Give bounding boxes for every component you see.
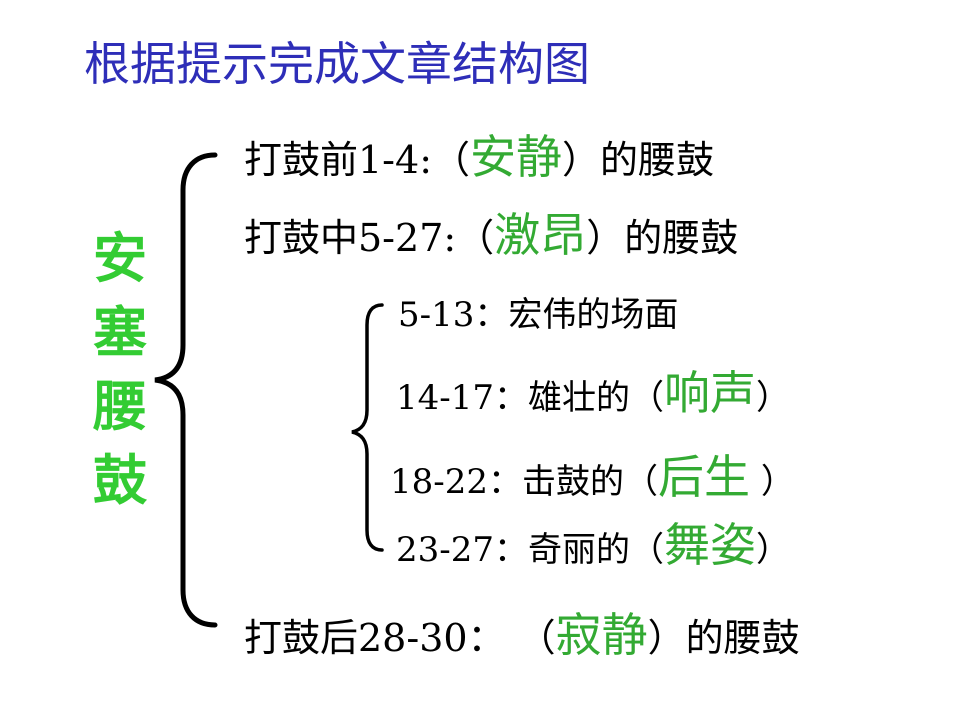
- sub-row-3: 18-22：击鼓的（后生 ）: [390, 454, 795, 503]
- sub-brace: [351, 303, 384, 552]
- row-after-prefix: 打鼓后28-30： （: [244, 616, 556, 660]
- main-brace: [154, 152, 218, 628]
- sub-row-4-suffix: ）: [756, 530, 791, 570]
- row-middle: 打鼓中5-27:（激昂）的腰鼓: [244, 212, 738, 261]
- sub-row-4-prefix: 23-27：奇丽的（: [396, 530, 665, 570]
- subject-title: 安 塞 腰 鼓: [84, 222, 156, 518]
- row-middle-prefix: 打鼓中5-27:（: [244, 216, 495, 260]
- sub-row-3-suffix: ）: [750, 462, 795, 502]
- row-middle-suffix: ）的腰鼓: [586, 216, 739, 260]
- row-after-suffix: ）的腰鼓: [647, 616, 800, 660]
- sub-row-2-suffix: ）: [756, 378, 791, 418]
- row-after: 打鼓后28-30： （寂静）的腰鼓: [244, 612, 800, 661]
- sub-row-2-answer: 响声: [664, 366, 757, 420]
- row-before-prefix: 打鼓前1-4:（: [244, 138, 470, 182]
- row-middle-answer: 激昂: [494, 208, 587, 262]
- row-before-answer: 安静: [470, 130, 562, 184]
- row-before-suffix: ）的腰鼓: [562, 138, 715, 182]
- subject-char: 鼓: [93, 449, 147, 512]
- sub-row-2-prefix: 14-17：雄壮的（: [396, 378, 665, 418]
- sub-row-4-answer: 舞姿: [664, 518, 757, 572]
- row-before: 打鼓前1-4:（安静）的腰鼓: [244, 134, 714, 183]
- subject-char: 塞: [93, 301, 147, 364]
- sub-row-2: 14-17：雄壮的（响声）: [396, 370, 791, 419]
- page-title: 根据提示完成文章结构图: [84, 37, 590, 91]
- sub-row-1-prefix: 5-13：宏伟的场面: [398, 295, 679, 335]
- sub-row-1: 5-13：宏伟的场面: [398, 294, 678, 336]
- subject-char: 安: [93, 227, 147, 290]
- sub-row-4: 23-27：奇丽的（舞姿）: [396, 522, 791, 571]
- sub-row-3-prefix: 18-22：击鼓的（: [390, 462, 659, 502]
- sub-row-3-answer: 后生: [658, 450, 751, 504]
- subject-char: 腰: [93, 375, 147, 438]
- row-after-answer: 寂静: [555, 608, 648, 662]
